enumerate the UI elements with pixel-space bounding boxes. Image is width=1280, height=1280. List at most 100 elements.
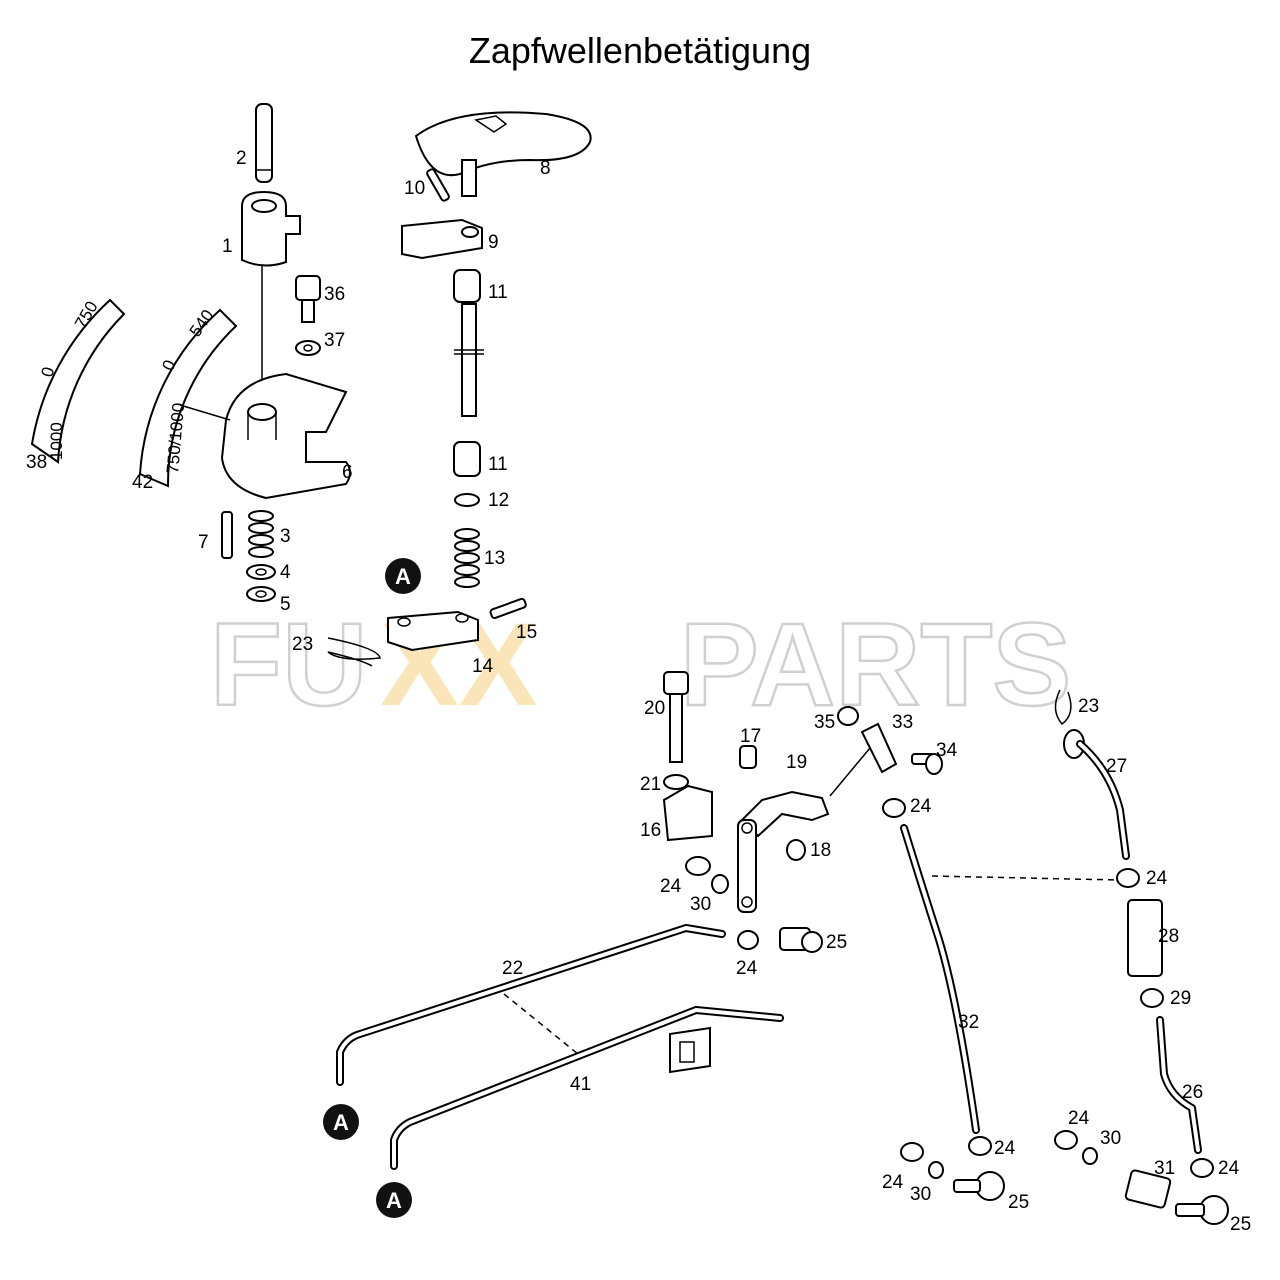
washer-35 <box>837 706 859 726</box>
callout-24-right-loose: 24 <box>1068 1108 1090 1129</box>
bracket-14 <box>387 610 479 652</box>
callout-24-22: 24 <box>736 958 758 979</box>
rod-22 <box>336 924 726 1086</box>
callout-11-top: 11 <box>488 282 508 303</box>
callout-29: 29 <box>1170 988 1191 1009</box>
callout-3: 3 <box>280 526 291 547</box>
nut-24-rod32 <box>882 798 906 818</box>
callout-30-mid: 30 <box>910 1184 931 1205</box>
watermark-fu: FU <box>210 599 367 731</box>
sleeve-28 <box>1127 899 1163 977</box>
nut-24-left <box>685 856 711 876</box>
callout-8: 8 <box>540 158 551 179</box>
nut-24-22 <box>737 930 759 950</box>
ball-joint-25-mid <box>953 1171 1005 1201</box>
clip-23-left <box>327 637 381 667</box>
callout-35: 35 <box>814 712 835 733</box>
callout-41: 41 <box>570 1074 591 1095</box>
washer-21 <box>663 774 689 790</box>
nut-24-right-loose <box>1054 1130 1078 1150</box>
callout-7: 7 <box>198 532 209 553</box>
callout-1: 1 <box>222 236 233 257</box>
bracket-41 <box>669 1026 711 1074</box>
washer-30-left <box>711 874 729 894</box>
pin-2 <box>255 103 273 183</box>
callout-24-27: 24 <box>1146 868 1168 889</box>
callout-25-right: 25 <box>1230 1214 1251 1235</box>
callout-9: 9 <box>488 232 499 253</box>
callout-23-left: 23 <box>292 634 313 655</box>
callout-23-right: 23 <box>1078 696 1099 717</box>
fitting-17 <box>739 745 757 769</box>
lever-9 <box>401 218 483 260</box>
clevis-33 <box>860 722 898 774</box>
callout-30-right: 30 <box>1100 1128 1121 1149</box>
spring-3 <box>248 510 274 558</box>
scale-38: 750 0 1000 <box>30 298 126 464</box>
bolt-36 <box>295 275 321 323</box>
callout-24-left: 24 <box>660 876 682 897</box>
callout-2: 2 <box>236 148 247 169</box>
callout-33: 33 <box>892 712 913 733</box>
marker-a-rod22: A <box>323 1104 359 1140</box>
callout-38: 38 <box>26 452 47 473</box>
coupling-31 <box>1124 1169 1172 1209</box>
bush-11-bottom <box>453 441 481 477</box>
bracket-16 <box>662 784 713 842</box>
callout-4: 4 <box>280 562 291 583</box>
callout-13: 13 <box>484 548 505 569</box>
callout-26: 26 <box>1182 1082 1203 1103</box>
callout-15: 15 <box>516 622 537 643</box>
washer-30-right <box>1082 1147 1098 1165</box>
lever-19 <box>737 790 830 913</box>
dashed-link-32-27 <box>931 875 1119 881</box>
bush-11-top <box>453 269 481 303</box>
washer-18 <box>786 839 806 861</box>
spring-13 <box>454 528 480 588</box>
marker-a-rod41: A <box>376 1182 412 1218</box>
watermark-parts: PARTS <box>680 599 1071 731</box>
callout-19: 19 <box>786 752 807 773</box>
washer-12 <box>454 493 480 507</box>
callout-28: 28 <box>1158 926 1179 947</box>
leader-19-33 <box>829 747 871 797</box>
washer-37 <box>295 340 321 356</box>
callout-31: 31 <box>1154 1158 1175 1179</box>
callout-24-26: 24 <box>1218 1158 1240 1179</box>
nut-24-27 <box>1116 868 1140 888</box>
callout-11-bottom: 11 <box>488 454 508 475</box>
callout-24-mid-loose: 24 <box>882 1172 904 1193</box>
rod-32 <box>900 824 980 1134</box>
callout-22: 22 <box>502 958 523 979</box>
lever-1 <box>241 190 301 267</box>
bolt-20 <box>663 671 689 763</box>
callout-16: 16 <box>640 820 661 841</box>
callout-27: 27 <box>1106 756 1127 777</box>
diagram-title: Zapfwellenbetätigung <box>468 30 812 71</box>
nut-24-rod32-bottom <box>968 1136 992 1156</box>
scale-38-0: 0 <box>38 365 59 379</box>
callout-24-rod32: 24 <box>910 796 932 817</box>
leader-42 <box>179 404 231 421</box>
washer-30-mid <box>928 1161 944 1179</box>
clip-23-right <box>1054 689 1072 726</box>
ball-joint-25-right <box>1175 1195 1229 1225</box>
washer-4 <box>246 564 276 580</box>
segment-6 <box>220 372 351 500</box>
callout-12: 12 <box>488 490 509 511</box>
callout-36: 36 <box>324 284 345 305</box>
callout-20: 20 <box>644 698 665 719</box>
scale-38-1000: 1000 <box>47 422 66 460</box>
callout-17: 17 <box>740 726 761 747</box>
callout-37: 37 <box>324 330 345 351</box>
svg-text:A: A <box>386 1188 402 1213</box>
nut-24-26 <box>1190 1158 1214 1178</box>
pin-7 <box>221 511 233 559</box>
nut-24-mid-loose <box>900 1142 924 1162</box>
knob-8 <box>414 111 592 197</box>
callout-5: 5 <box>280 594 291 615</box>
callout-25-mid: 25 <box>1008 1192 1029 1213</box>
dashed-link-22-41 <box>503 993 579 1055</box>
callout-32: 32 <box>958 1012 979 1033</box>
